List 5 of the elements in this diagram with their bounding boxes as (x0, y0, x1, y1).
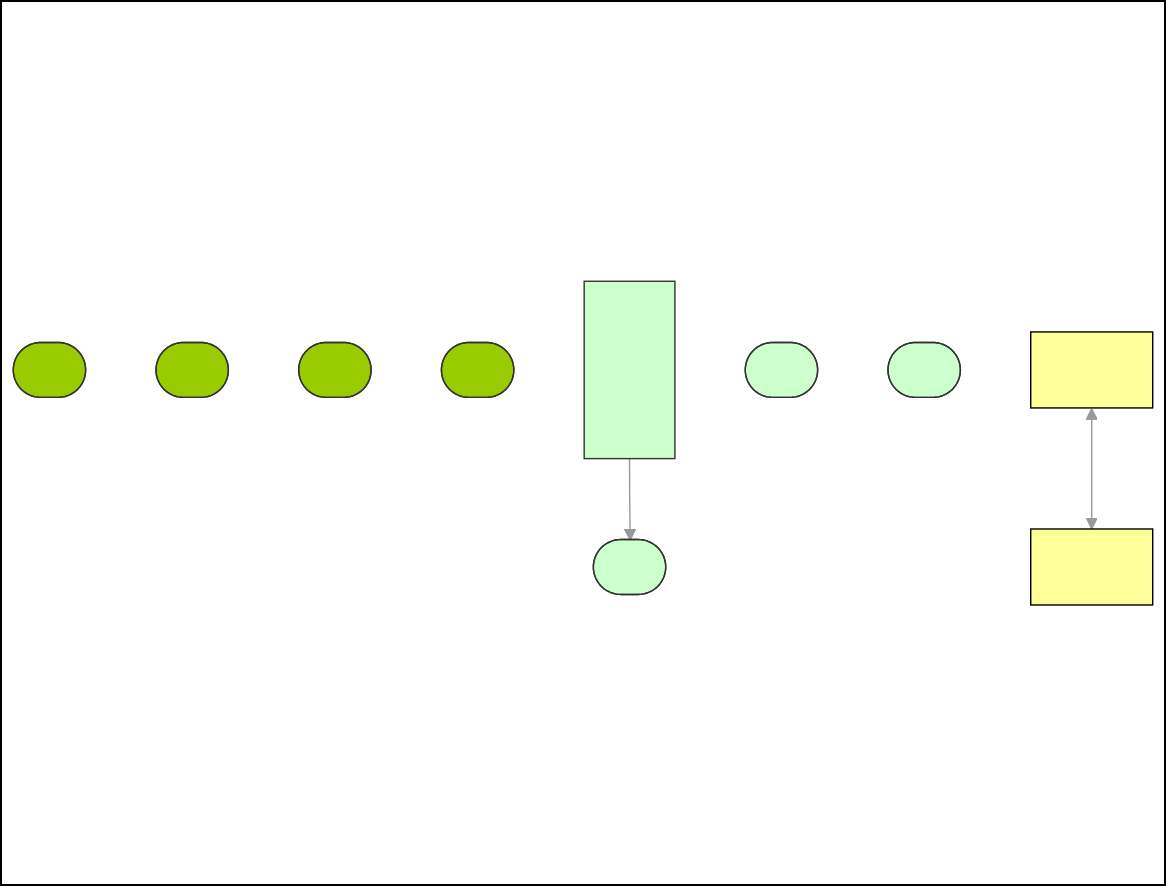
node-box (583, 280, 676, 460)
arrow (1085, 407, 1098, 530)
node-box (1030, 331, 1154, 409)
arrow (623, 457, 637, 541)
node-box (1030, 528, 1154, 606)
